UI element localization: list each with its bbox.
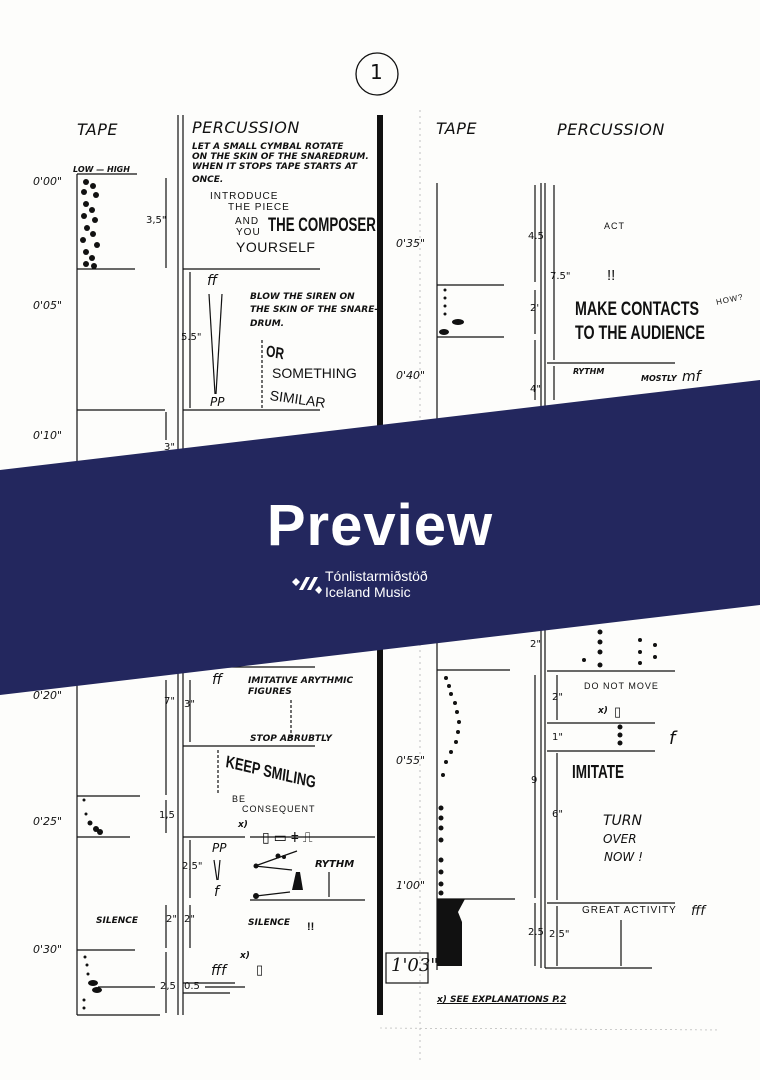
the-composer-text: THE COMPOSER [268, 215, 376, 236]
duration-label: 3" [164, 442, 175, 453]
tape-header: TAPE [77, 120, 119, 139]
duration-label: 2.5" [549, 929, 570, 940]
make-contacts-text: MAKE CONTACTS [575, 299, 700, 320]
imitative-text: FIGURES [248, 687, 292, 697]
time-marker: 0'25" [33, 815, 63, 828]
introduce-text: AND [235, 216, 260, 227]
time-marker: 0'40" [396, 369, 426, 382]
mostly-label: MOSTLY [641, 374, 677, 383]
time-marker: 0'10" [33, 429, 63, 442]
duration-label: 5.5" [181, 332, 202, 343]
duration-label: 0.5 [184, 981, 200, 992]
iceland-music-logo [292, 570, 322, 599]
duration-label: 4.5 [528, 231, 544, 242]
stop-abruptly-text: STOP ABRUBTLY [250, 734, 332, 744]
time-marker: 0'35" [396, 237, 426, 250]
siren-instruction: THE SKIN OF THE SNARE- [250, 305, 379, 315]
preview-title: Preview [266, 493, 494, 558]
siren-instruction: DRUM. [250, 319, 285, 329]
percussion-symbol: ▯ [256, 962, 264, 977]
duration-label: 2" [530, 639, 541, 650]
percussion-header: PERCUSSION [557, 120, 665, 139]
dynamic-mark: fff [211, 963, 227, 979]
low-high-label: LOW — HIGH [73, 165, 130, 174]
dynamic-mark: PP [210, 395, 225, 409]
be-consequent-text: CONSEQUENT [242, 804, 316, 814]
percussion-header: PERCUSSION [192, 118, 300, 137]
duration-label: 2,5" [182, 861, 203, 872]
introduce-text: INTRODUCE [210, 191, 279, 202]
instruction-line: ON THE SKIN OF THE SNAREDRUM. [192, 152, 369, 162]
dynamic-mark: ff [207, 273, 218, 289]
footnote-mark: x) [240, 951, 250, 961]
duration-label: 2" [166, 914, 177, 925]
duration-label: 7" [164, 696, 175, 707]
dynamic-mark: f [669, 728, 676, 749]
duration-label: 1" [552, 732, 563, 743]
instruction-line: ONCE. [192, 175, 224, 185]
dynamic-mark: f [214, 884, 219, 900]
duration-label: 3,5" [146, 215, 167, 226]
silence-tape-label: SILENCE [96, 916, 138, 926]
time-marker: 0'05" [33, 299, 63, 312]
percussion-symbols: ▯ ▭ ǂ ⎍ [262, 829, 313, 845]
dynamic-mark: PP [212, 841, 227, 855]
dynamic-mark: mf [682, 369, 701, 385]
dynamic-mark: ff [212, 672, 223, 688]
duration-label: 9 [531, 775, 538, 786]
tape-header: TAPE [436, 119, 478, 138]
be-consequent-text: BE [232, 794, 247, 804]
time-marker: 0'20" [33, 689, 63, 702]
dynamic-mark: fff [691, 904, 705, 919]
footnote-text: x) SEE EXPLANATIONS P.2 [437, 995, 567, 1005]
end-time-box: 1'03" [391, 955, 439, 976]
time-marker: 0'55" [396, 754, 426, 767]
duration-label: 6" [552, 809, 563, 820]
duration-label: 2" [552, 692, 563, 703]
duration-label: 1,5 [159, 810, 175, 821]
footnote-mark: x) [238, 820, 248, 830]
exclamation-mark: !! [307, 921, 315, 933]
time-marker: 1'00" [396, 879, 426, 892]
something-text: SOMETHING [272, 365, 357, 381]
imitative-text: IMITATIVE ARYTHMIC [248, 676, 354, 686]
time-marker: 0'30" [33, 943, 63, 956]
duration-label: 2,5 [160, 981, 176, 992]
duration-label: 2' [530, 303, 540, 314]
silence-percussion-label: SILENCE [248, 918, 290, 928]
yourself-text: YOURSELF [236, 239, 316, 255]
percussion-symbol: ▯ [614, 704, 622, 719]
to-the-audience-text: TO THE AUDIENCE [575, 323, 705, 344]
rythm-label: RYTHM [573, 367, 605, 376]
logo-mark-icon [292, 577, 322, 594]
exclamation-mark: !! [607, 267, 616, 284]
great-activity-text: GREAT ACTIVITY [582, 905, 677, 916]
instruction-line: WHEN IT STOPS TAPE STARTS AT [192, 162, 358, 172]
footnote-mark: x) [598, 706, 608, 716]
duration-label: 2" [184, 914, 195, 925]
or-text: OR [265, 343, 285, 364]
act-text: ACT [604, 221, 625, 231]
imitate-text: IMITATE [572, 762, 624, 782]
duration-label: 4" [530, 384, 541, 395]
introduce-text: THE PIECE [228, 202, 290, 213]
duration-label: 2.5 [528, 927, 544, 938]
do-not-move-text: DO NOT MOVE [584, 681, 659, 691]
rythm-label: RYTHM [315, 859, 355, 870]
org-name: Tónlistarmiðstöð [325, 568, 428, 584]
siren-instruction: BLOW THE SIREN ON [250, 292, 355, 302]
duration-label: 7.5" [550, 271, 571, 282]
page-number: 1 [370, 60, 383, 84]
org-subtitle: Iceland Music [325, 584, 411, 600]
instruction-line: LET A SMALL CYMBAL ROTATE [192, 142, 344, 152]
turn-over-text: TURN [603, 813, 642, 829]
time-marker: 0'00" [33, 175, 63, 188]
introduce-text: YOU [236, 227, 261, 238]
duration-label: 3" [184, 699, 195, 710]
turn-over-text: NOW ! [604, 850, 643, 864]
turn-over-text: OVER [603, 832, 637, 846]
